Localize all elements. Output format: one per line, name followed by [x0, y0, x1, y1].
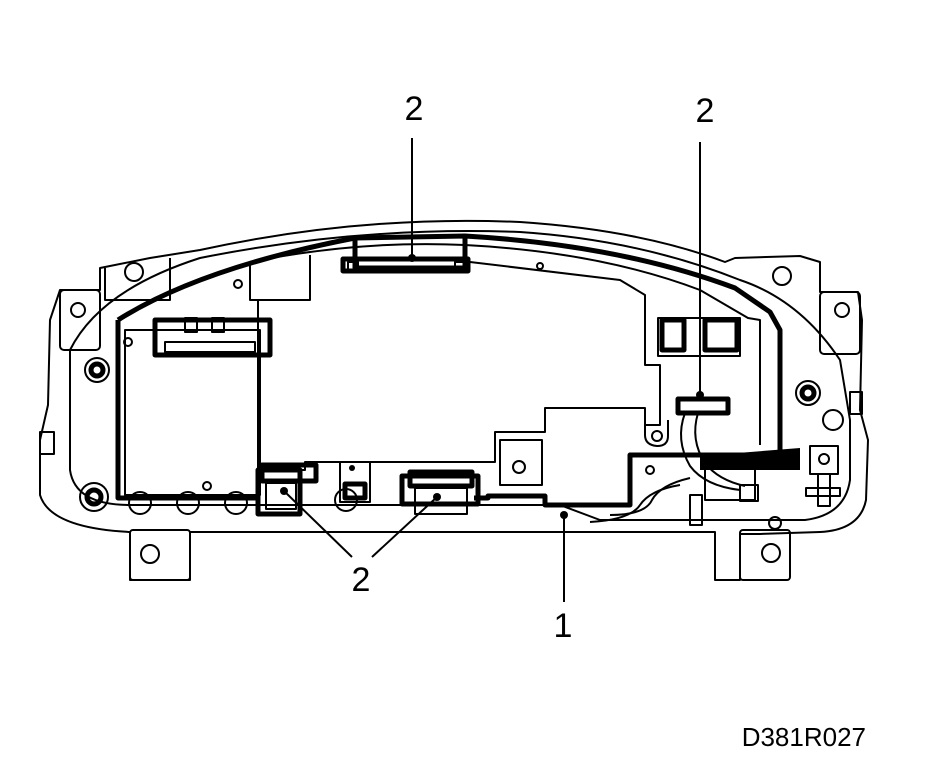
bottom-right-mount-tab [739, 529, 791, 581]
drawing-code: D381R027 [742, 722, 866, 752]
top-left-tab [104, 258, 171, 301]
left-circuit-board [115, 279, 358, 515]
center-bottom-connector [339, 439, 568, 519]
callout-top-right-label: 2 [696, 92, 715, 130]
callout-top-center-label: 2 [405, 90, 424, 128]
leader-lines [283, 138, 701, 602]
right-harness-connector [589, 391, 800, 526]
right-post-connector [805, 445, 841, 507]
bottom-left-mount-tab [129, 529, 191, 581]
left-mount-ear [39, 289, 110, 512]
bottom-left-latch [255, 462, 319, 517]
callout-bottom-pair-label: 2 [352, 561, 371, 599]
center-display-panel [257, 261, 741, 471]
right-mount-ear [772, 266, 863, 431]
bottom-center-latch [399, 469, 481, 515]
bottom-right-holes [645, 465, 782, 530]
callout-housing-label: 1 [554, 607, 573, 645]
cluster-housing [39, 219, 869, 581]
top-center-latch [340, 238, 471, 274]
